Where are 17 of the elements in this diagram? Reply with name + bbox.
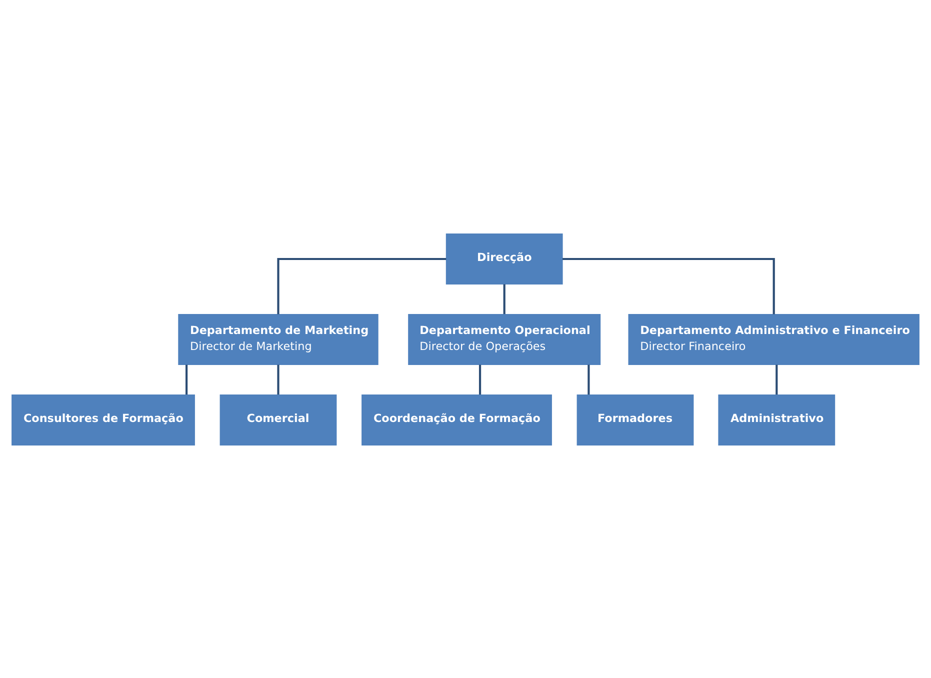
- node-box: Departamento Administrativo e Financeiro Director Financeiro: [628, 313, 920, 365]
- connector: [478, 364, 482, 394]
- connector: [562, 257, 775, 314]
- node-box: Comercial: [220, 394, 337, 446]
- connector: [277, 364, 280, 394]
- node-box: Formadores: [576, 394, 694, 446]
- node-box: Departamento de Marketing Director de Marketing: [178, 313, 378, 365]
- node-box: Direcção: [446, 232, 563, 284]
- node-box: Consultores de Formação: [12, 394, 195, 446]
- node-box: Coordenação de Formação: [362, 394, 552, 446]
- connector: [277, 257, 446, 314]
- connector: [186, 364, 188, 394]
- connector: [588, 364, 590, 394]
- connector: [503, 284, 506, 314]
- node-box: Departamento Operacional Director de Operações: [408, 313, 601, 365]
- node-box: Administrativo: [718, 394, 836, 446]
- connector: [776, 364, 778, 394]
